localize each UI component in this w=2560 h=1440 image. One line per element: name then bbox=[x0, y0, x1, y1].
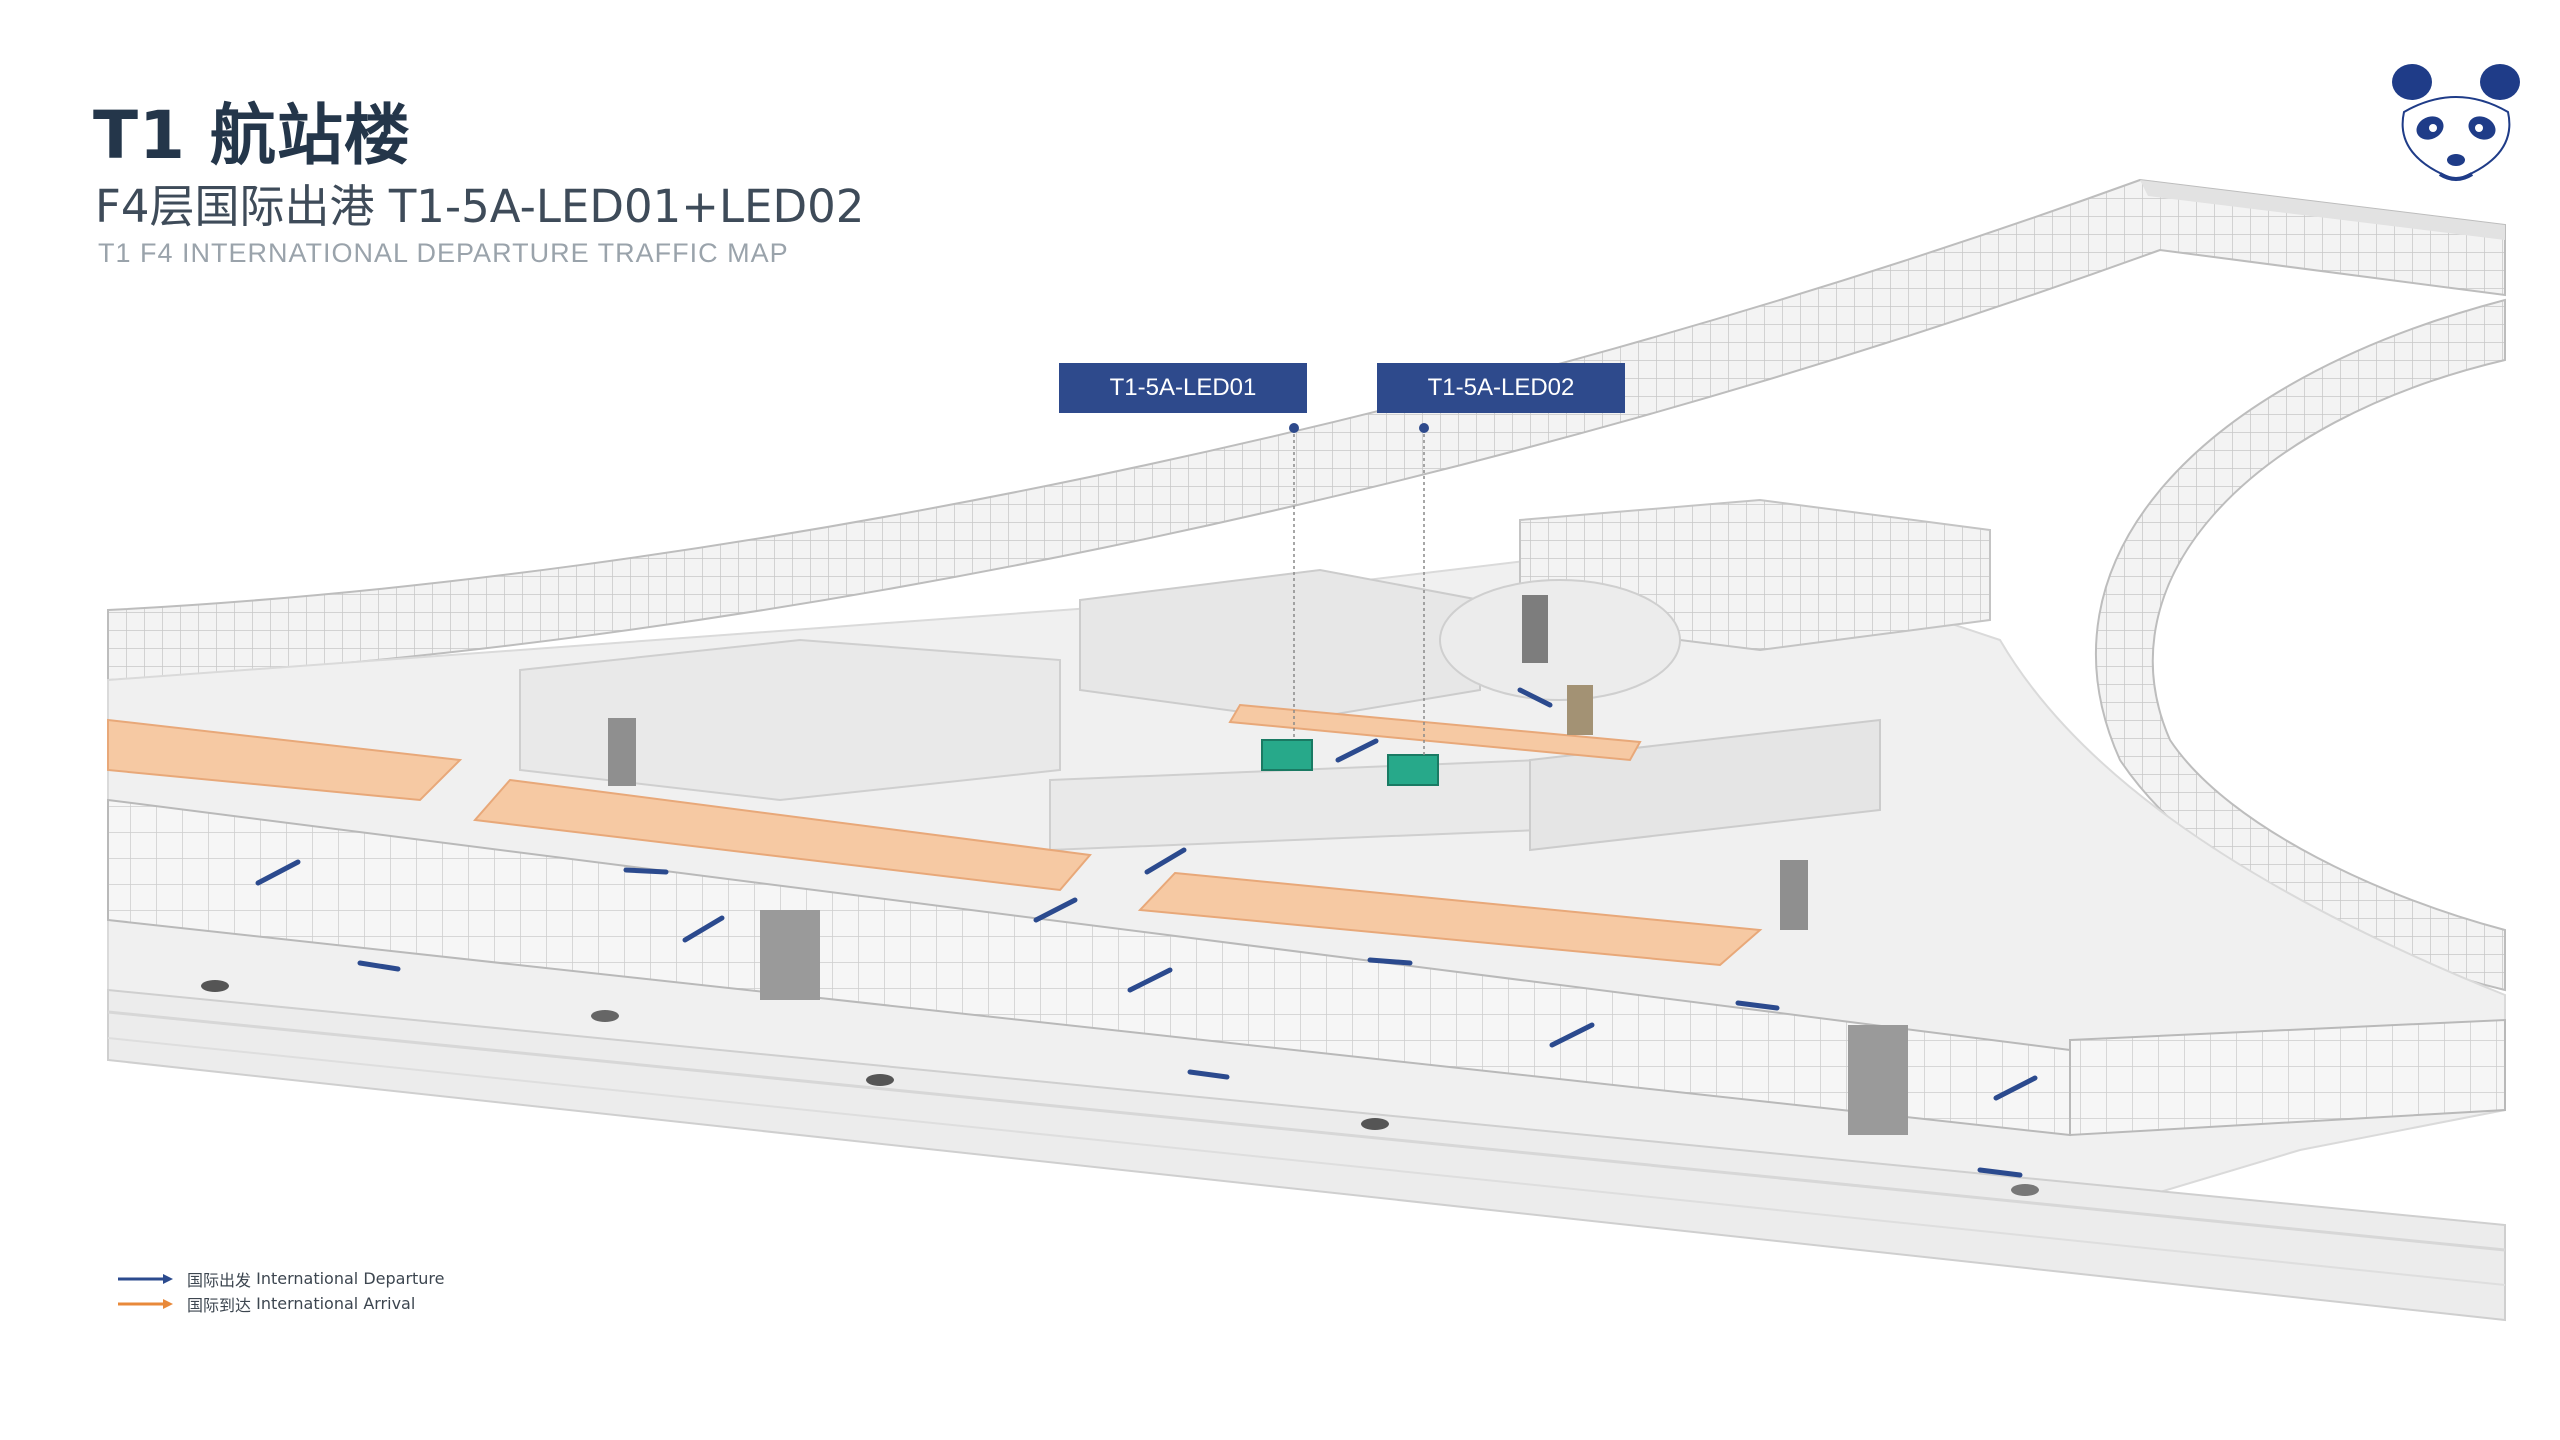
page-title: T1 航站楼 bbox=[93, 97, 411, 174]
car bbox=[866, 1074, 894, 1086]
elevator-tower-2 bbox=[760, 910, 820, 1000]
left-building bbox=[519, 638, 1061, 802]
departure-arrow bbox=[1187, 1069, 1230, 1080]
arrival-zone-4 bbox=[1228, 703, 1642, 762]
departure-arrow bbox=[1549, 1022, 1595, 1048]
departure-arrow bbox=[682, 915, 725, 943]
departure-arrow bbox=[1977, 1167, 2023, 1178]
car bbox=[1361, 1118, 1389, 1130]
departure-arrow bbox=[255, 859, 301, 886]
departure-arrow bbox=[623, 867, 669, 875]
departure-arrow-icon bbox=[118, 1273, 173, 1284]
led02-callout: T1-5A-LED02 bbox=[1377, 363, 1625, 413]
arrival-zone-2 bbox=[472, 778, 1092, 892]
arrival-arrow-icon bbox=[118, 1298, 173, 1309]
vertical-core-2 bbox=[1567, 685, 1593, 735]
departure-arrow bbox=[1335, 738, 1379, 763]
panda-logo-icon bbox=[2392, 64, 2520, 182]
legend-arrival: 国际到达 International Arrival bbox=[118, 1291, 445, 1316]
page-subtitle: F4层国际出港 T1-5A-LED01+LED02 bbox=[95, 180, 865, 233]
header: T1 航站楼 F4层国际出港 T1-5A-LED01+LED02 T1 F4 I… bbox=[0, 0, 2560, 300]
center-building bbox=[1079, 568, 1481, 722]
callout-pin-1 bbox=[1289, 423, 1299, 433]
departure-arrow bbox=[1144, 847, 1187, 875]
elevator-tower-4 bbox=[1848, 1025, 1908, 1135]
legend-departure-zh: 国际出发 bbox=[187, 1270, 252, 1290]
page-subtitle-en: T1 F4 INTERNATIONAL DEPARTURE TRAFFIC MA… bbox=[98, 238, 789, 268]
arrival-zone-3 bbox=[1137, 871, 1763, 967]
legend-arrival-zh: 国际到达 bbox=[187, 1295, 252, 1315]
departure-arrow bbox=[1735, 1000, 1780, 1011]
callout-pin-2 bbox=[1419, 423, 1429, 433]
departure-arrow bbox=[1517, 687, 1553, 708]
upper-facade-wall bbox=[107, 178, 2506, 682]
elevator-tower-1 bbox=[608, 718, 636, 786]
right-lower-facade bbox=[2069, 1018, 2506, 1137]
legend: 国际出发 International Departure 国际到达 Intern… bbox=[118, 1266, 445, 1316]
departure-arrow bbox=[1367, 957, 1413, 966]
legend-departure: 国际出发 International Departure bbox=[118, 1266, 445, 1291]
car bbox=[2011, 1184, 2039, 1196]
roof-edge-band bbox=[2140, 180, 2505, 240]
round-hall bbox=[1439, 579, 1681, 701]
led01-callout: T1-5A-LED01 bbox=[1059, 363, 1307, 413]
departure-arrow bbox=[357, 960, 401, 972]
led-screen-02 bbox=[1387, 754, 1439, 786]
car bbox=[201, 980, 229, 992]
car bbox=[591, 1010, 619, 1022]
elevator-tower-3 bbox=[1780, 860, 1808, 930]
departure-arrow bbox=[1033, 897, 1078, 923]
departure-arrow bbox=[1127, 967, 1173, 993]
arrival-zone-1 bbox=[107, 718, 463, 802]
legend-departure-en: International Departure bbox=[256, 1269, 445, 1288]
led-screen-01 bbox=[1261, 739, 1313, 771]
departure-arrow bbox=[1993, 1075, 2038, 1101]
right-curved-facade bbox=[2094, 298, 2506, 992]
legend-arrival-en: International Arrival bbox=[256, 1294, 416, 1313]
vertical-core-1 bbox=[1522, 595, 1548, 663]
